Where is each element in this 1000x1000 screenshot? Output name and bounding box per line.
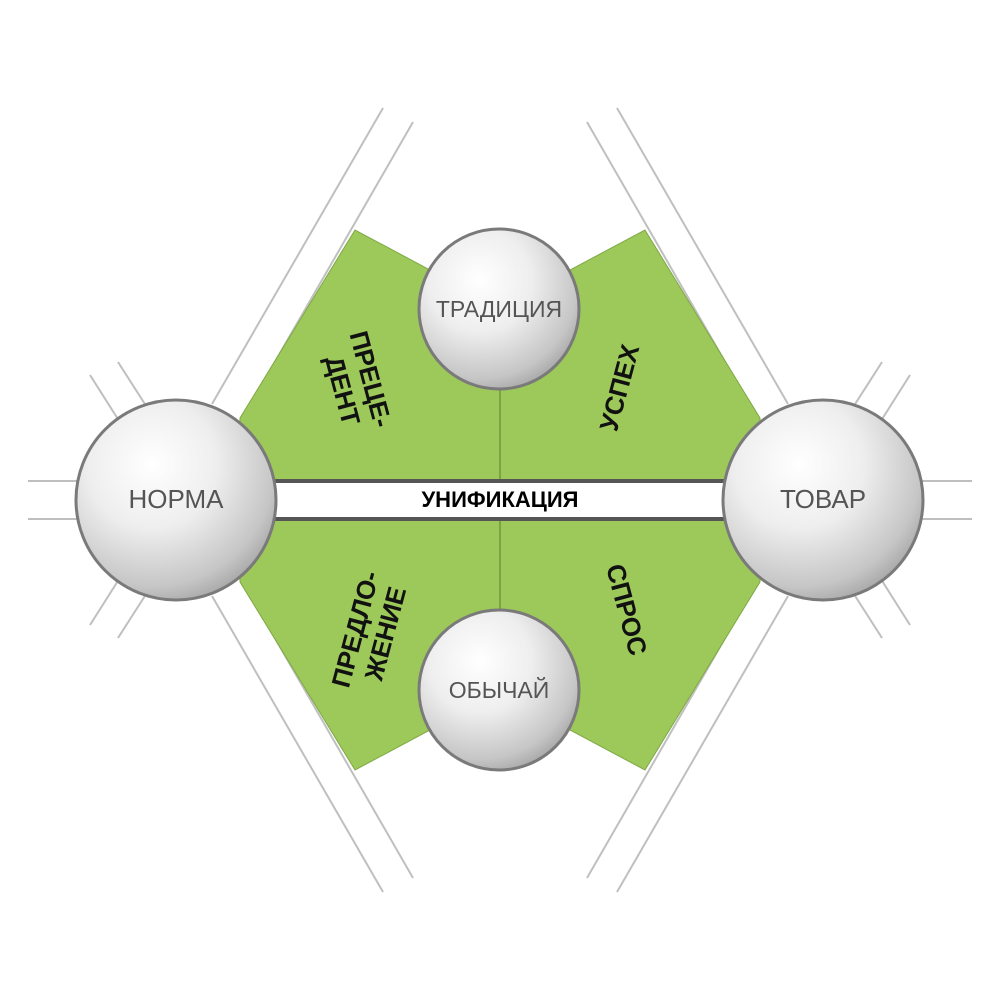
node-sphere xyxy=(721,398,925,602)
guide-line xyxy=(616,595,789,893)
node-label-norma: НОРМА xyxy=(128,484,224,514)
node-sphere xyxy=(417,608,581,772)
node-label-traditsiya: ТРАДИЦИЯ xyxy=(436,296,562,322)
guide-line xyxy=(849,587,883,639)
node-label-tovar: ТОВАР xyxy=(780,484,866,514)
node-top: ТРАДИЦИЯ xyxy=(417,227,581,391)
band-label: УНИФИКАЦИЯ xyxy=(422,487,579,512)
guide-line xyxy=(616,107,789,405)
node-label-obychay: ОБЫЧАЙ xyxy=(449,676,550,703)
guide-line xyxy=(849,361,883,413)
node-sphere xyxy=(74,398,278,602)
guide-line xyxy=(211,595,384,893)
node-right: ТОВАР xyxy=(721,398,925,602)
node-sphere xyxy=(417,227,581,391)
guide-line xyxy=(211,107,384,405)
node-left: НОРМА xyxy=(74,398,278,602)
unification-band: УНИФИКАЦИЯ xyxy=(248,479,752,521)
node-bottom: ОБЫЧАЙ xyxy=(417,608,581,772)
